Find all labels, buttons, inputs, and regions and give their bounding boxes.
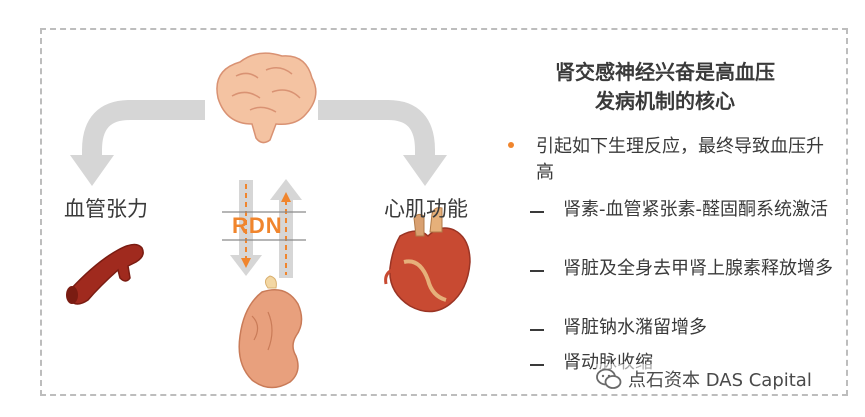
left-curved-arrow [82,100,205,158]
sub-point-2: 肾脏及全身去甲肾上腺素释放增多 [563,258,833,279]
diagram-frame [40,28,848,396]
dash-marker [530,364,544,366]
bullet-dot [508,142,514,148]
wechat-icon [596,368,622,389]
rdn-label: RDN [232,213,283,238]
left-arrow-head [70,155,114,186]
brain-icon [216,52,317,144]
cardiac-function-label: 心肌功能 [384,197,468,221]
dash-marker [530,270,544,272]
up-dashed-head [281,192,291,202]
kidney-icon [238,275,303,389]
sub-point-3: 肾脏钠水潴留增多 [563,317,707,338]
sub-point-1: 肾素-血管紧张素-醛固酮系统激活 [563,199,828,220]
down-dashed-head [241,258,251,268]
page-title: 肾交感神经兴奋是高血压 发病机制的核心 [520,58,810,116]
heart-icon [384,207,471,313]
up-arrow-head [270,179,302,200]
blood-vessel-icon [66,243,144,305]
vascular-tension-label: 血管张力 [64,197,148,221]
title-line-2: 发病机制的核心 [595,89,735,113]
main-point: 引起如下生理反应，最终导致血压升高 [536,136,824,183]
title-line-1: 肾交感神经兴奋是高血压 [555,60,775,84]
watermark: 点石资本 DAS Capital [596,364,812,394]
dash-marker [530,329,544,331]
right-arrow-head [403,155,447,186]
right-curved-arrow [318,100,435,158]
dash-marker [530,211,544,213]
watermark-text: 点石资本 DAS Capital [628,370,812,391]
